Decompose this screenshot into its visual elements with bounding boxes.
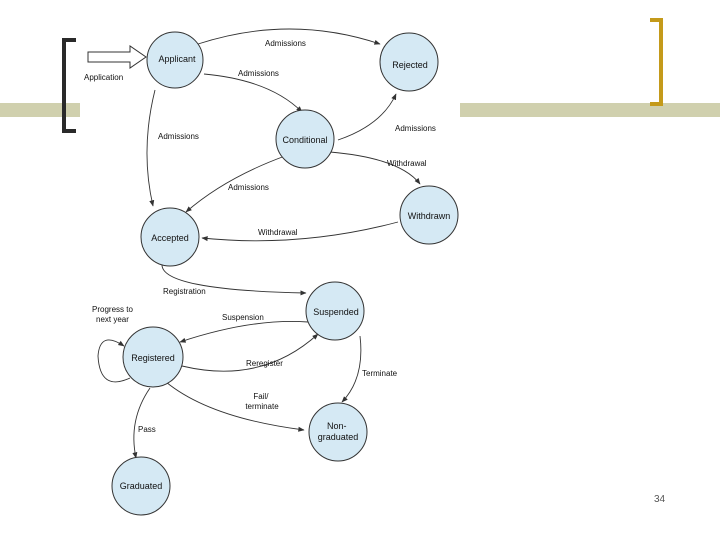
state-registered: Registered bbox=[122, 326, 184, 388]
edge-accepted-suspended bbox=[161, 263, 307, 296]
edge-applicant-conditional bbox=[203, 73, 303, 113]
state-label-non-line: Non- bbox=[327, 421, 347, 431]
state-label-accepted: Accepted bbox=[151, 233, 189, 243]
state-label-rejected: Rejected bbox=[392, 60, 428, 70]
state-accepted: Accepted bbox=[140, 207, 200, 267]
edge-label-nextyear-line: next year bbox=[96, 315, 129, 324]
edge-label-withdrawn-accepted: Withdrawal bbox=[258, 228, 298, 237]
edge-registered-nongraduated bbox=[165, 381, 305, 432]
state-label-graduated: Graduated bbox=[120, 481, 163, 491]
state-label-non-graduated: Non- graduated bbox=[318, 421, 359, 442]
edge-conditional-accepted bbox=[185, 155, 286, 213]
state-label-withdrawn: Withdrawn bbox=[408, 211, 451, 221]
stripe-mask bbox=[80, 100, 460, 120]
edge-conditional-rejected bbox=[337, 93, 397, 141]
state-applicant: Applicant bbox=[146, 31, 204, 89]
edge-label-suspended-registered: Suspension bbox=[222, 313, 264, 322]
state-withdrawn: Withdrawn bbox=[399, 185, 459, 245]
edge-registered-graduated bbox=[132, 387, 151, 459]
edge-label-suspended-nongraduated: Terminate bbox=[362, 369, 398, 378]
edge-applicant-rejected bbox=[197, 28, 381, 45]
edge-label-conditional-accepted: Admissions bbox=[228, 183, 269, 192]
edge-suspended-nongraduated bbox=[341, 335, 362, 403]
entry-arrow bbox=[87, 45, 147, 69]
state-conditional: Conditional bbox=[275, 109, 335, 169]
edge-label-progress-line: Progress to bbox=[92, 305, 133, 314]
state-label-graduated-line: graduated bbox=[318, 432, 359, 442]
edge-registered-suspended bbox=[181, 333, 319, 372]
edge-label-conditional-rejected: Admissions bbox=[395, 124, 436, 133]
edge-conditional-withdrawn bbox=[329, 151, 421, 185]
edge-label-registered-nongraduated: Fail/ terminate bbox=[245, 392, 279, 411]
state-label-applicant: Applicant bbox=[158, 54, 196, 64]
state-label-registered: Registered bbox=[131, 353, 175, 363]
edge-label-registered-graduated: Pass bbox=[138, 425, 156, 434]
state-graduated: Graduated bbox=[111, 456, 171, 516]
edge-label-conditional-withdrawn: Withdrawal bbox=[387, 159, 427, 168]
entry-label: Application bbox=[84, 73, 123, 82]
edge-registered-selfloop bbox=[97, 339, 131, 383]
state-rejected: Rejected bbox=[379, 32, 439, 92]
edge-label-accepted-suspended: Registration bbox=[163, 287, 206, 296]
state-suspended: Suspended bbox=[305, 281, 365, 341]
edge-label-applicant-conditional: Admissions bbox=[238, 69, 279, 78]
edge-label-applicant-rejected: Admissions bbox=[265, 39, 306, 48]
state-label-suspended: Suspended bbox=[313, 307, 359, 317]
page-number: 34 bbox=[654, 494, 666, 505]
edge-label-terminate-line: terminate bbox=[245, 402, 279, 411]
edge-label-registered-suspended: Reregister bbox=[246, 359, 283, 368]
edge-suspended-registered bbox=[179, 320, 309, 343]
left-bracket bbox=[62, 38, 76, 133]
edge-applicant-accepted bbox=[146, 89, 156, 207]
state-non-graduated: Non- graduated bbox=[308, 402, 368, 462]
state-label-conditional: Conditional bbox=[282, 135, 327, 145]
right-bracket bbox=[650, 18, 663, 106]
edge-label-registered-selfloop: Progress to next year bbox=[92, 305, 135, 324]
edge-withdrawn-accepted bbox=[201, 221, 399, 242]
edge-label-fail-line: Fail/ bbox=[253, 392, 269, 401]
edge-label-applicant-accepted: Admissions bbox=[158, 132, 199, 141]
